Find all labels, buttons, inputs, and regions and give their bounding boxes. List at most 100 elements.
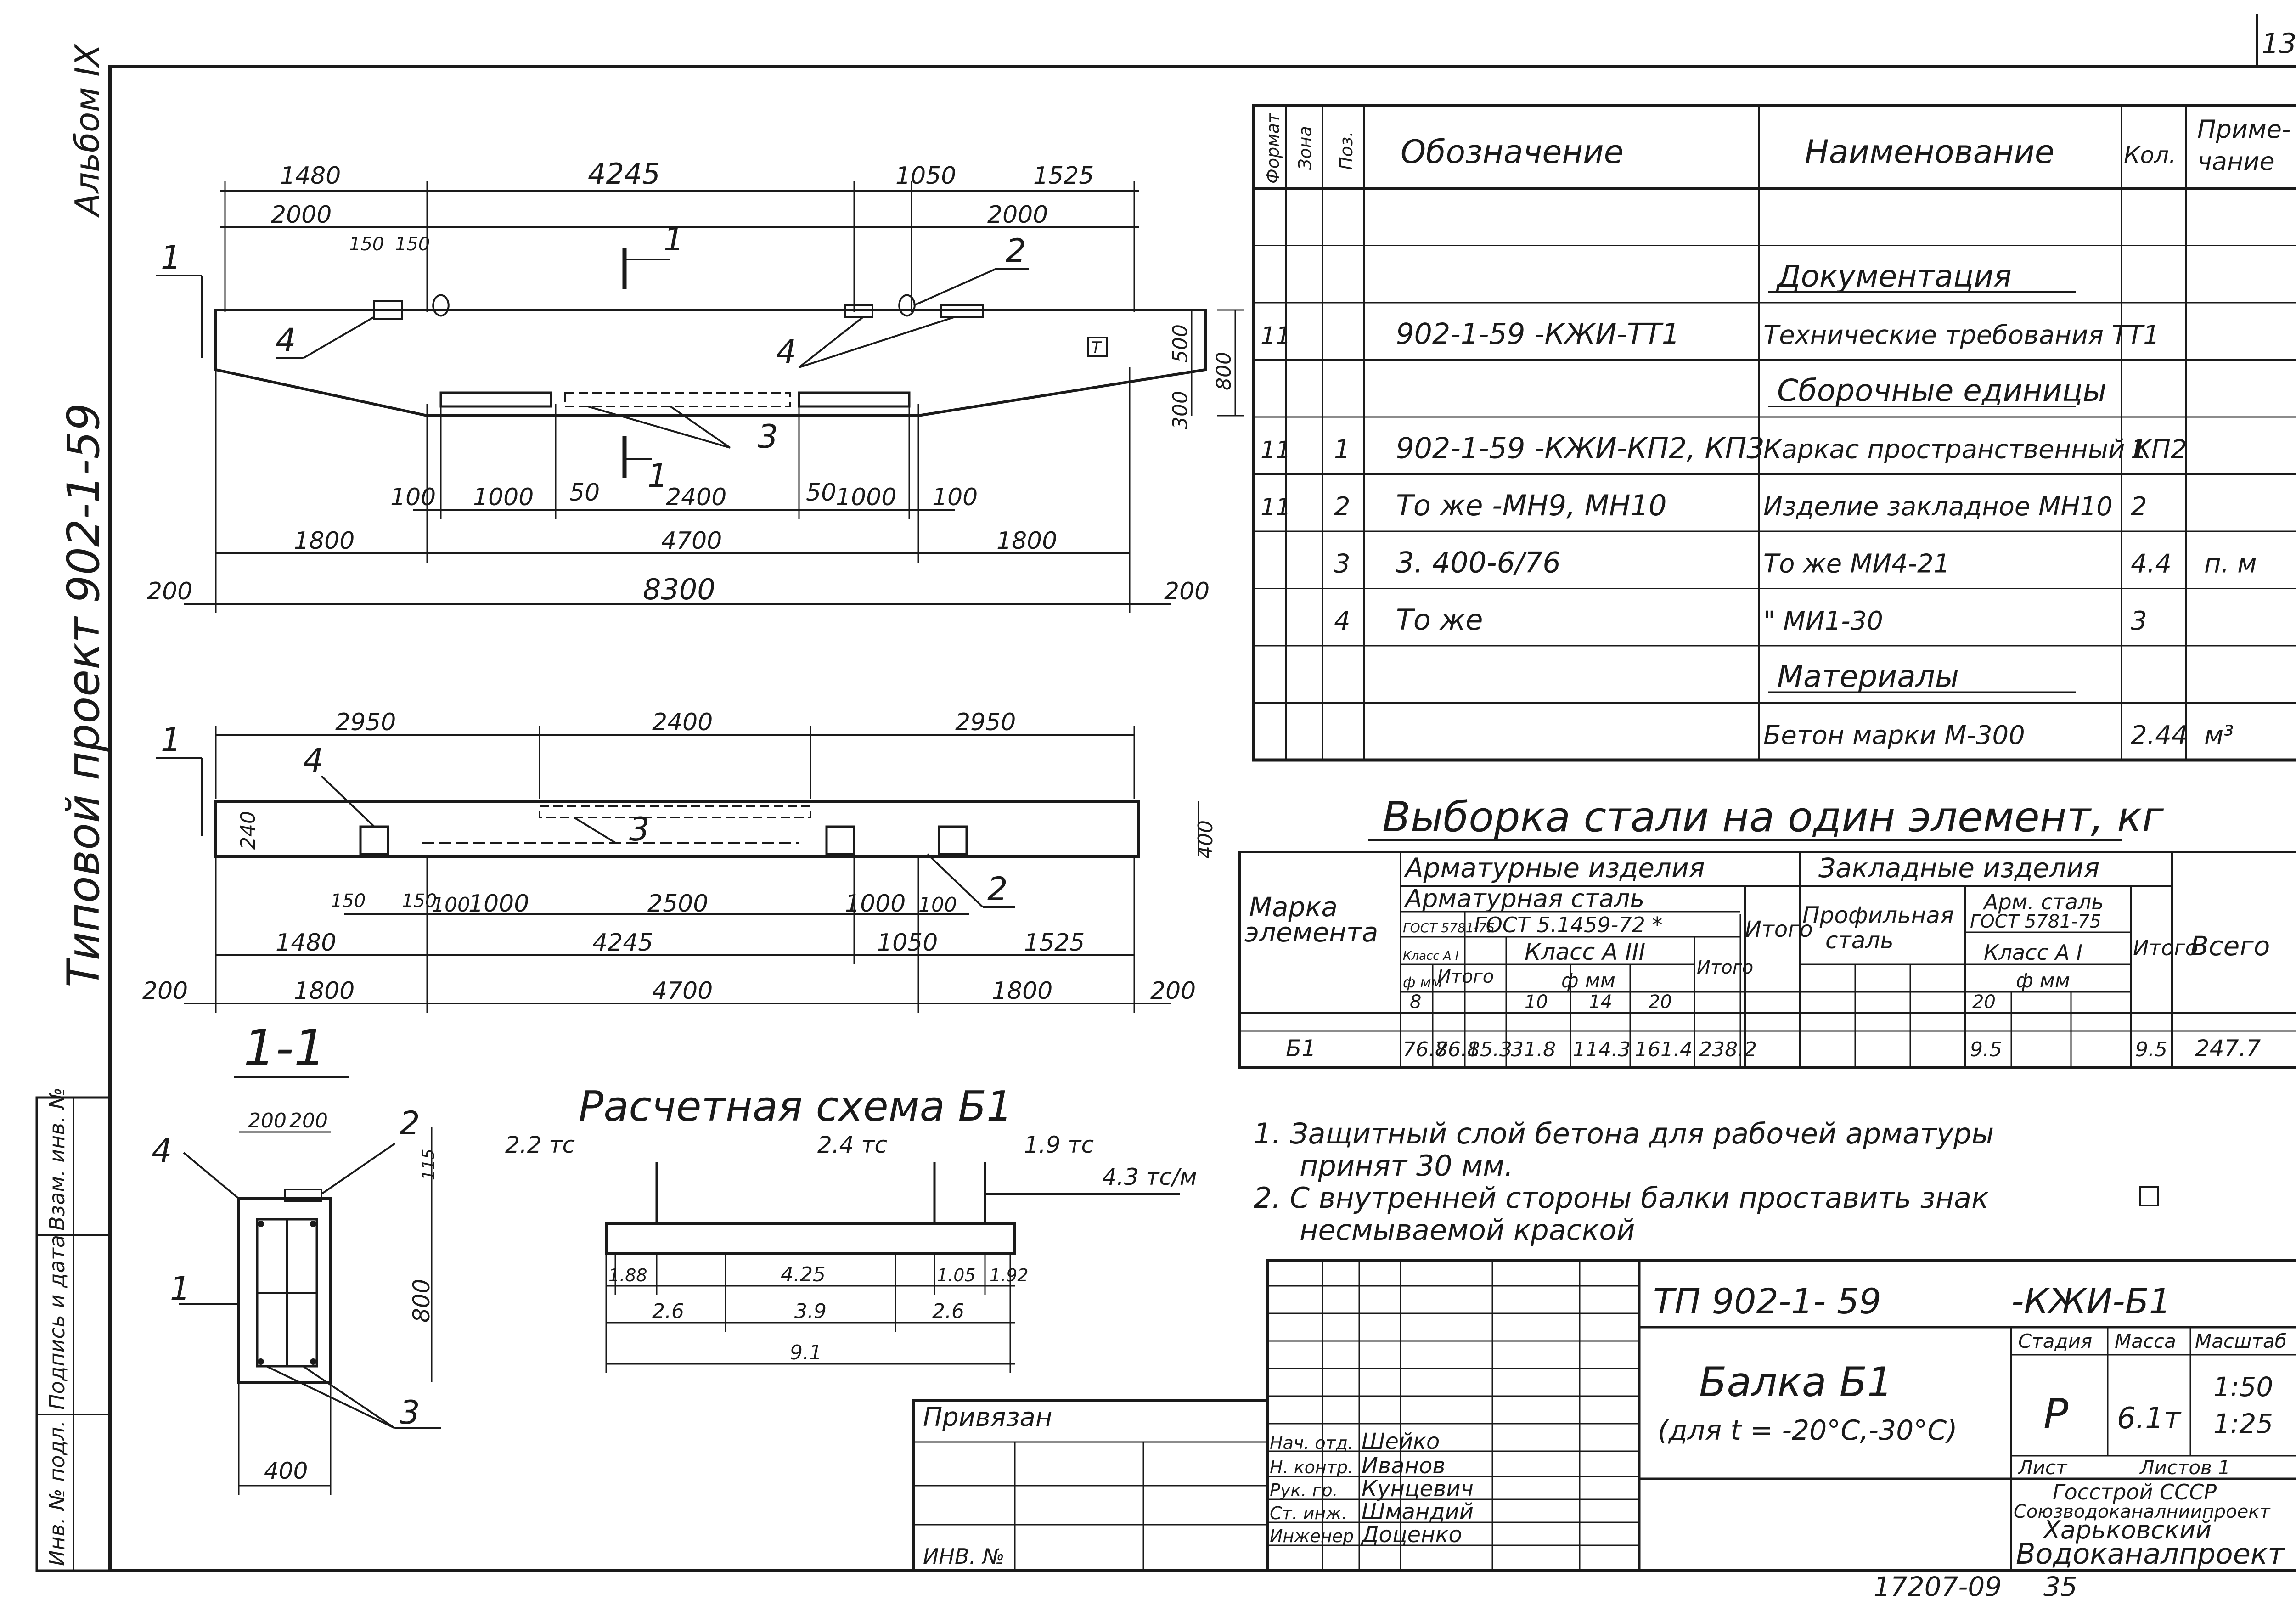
stamp-h-stage: Стадия [2018,1330,2092,1352]
calc-load-2: 2.4 тс [817,1132,887,1158]
elev-sign-t: Т [1092,338,1102,357]
elev-dim-150a: 150 [349,234,384,255]
section-dim-800: 800 [408,1279,435,1323]
steel-h-phi-c: ф мм [2016,969,2070,992]
steel-diam-10: 10 [1525,991,1548,1013]
plan-dim-1050: 1050 [877,929,938,957]
steel-row-value: 76.8 [1435,1038,1480,1061]
plan-dim-150b: 150 [402,890,437,912]
spec-row-qty: 3 [2131,606,2147,636]
stamp-code-left: ТП 902-1- 59 [1653,1281,1881,1322]
plan-dim-1800b: 1800 [992,977,1052,1005]
elev-dim-1480: 1480 [280,162,341,190]
calc-dim-91: 9.1 [790,1341,822,1364]
elev-dim-300: 300 [1169,391,1192,429]
steel-h-itogo1: Итого [1437,966,1494,987]
beam-plan: 240 400 2950 2400 2950 1 4 3 2 150 1 [142,709,1217,1013]
elev-callout-3: 3 [758,418,778,456]
section-dim-115: 115 [419,1149,438,1180]
steel-h-arm-st2-2: ГОСТ 5781-75 [1970,911,2101,932]
spec-row-qty: 2 [2131,492,2147,522]
sheet-number-corner: 133 [2262,28,2296,60]
elev-dim-4700: 4700 [661,527,722,555]
stamp-person-name: Иванов [1362,1453,1446,1479]
side-col-inv: Инв. № подл. [45,1420,69,1566]
steel-h-zaklad: Закладные изделия [1818,852,2099,884]
elev-dim-1800a: 1800 [294,527,355,555]
spec-h-qty: Кол. [2124,142,2176,169]
plan-dim-4245: 4245 [592,929,653,957]
plan-dim-1800a: 1800 [294,977,355,1005]
steel-row-value: 238.2 [1699,1038,1757,1061]
spec-section-heading: Материалы [1777,659,1959,694]
plan-dim-400: 400 [1194,820,1217,859]
steel-h-mark-2: элемента [1244,917,1378,948]
steel-diam-8: 8 [1410,991,1421,1013]
elev-dim-100a: 100 [390,484,436,511]
steel-h-itogo4: Итого [2133,935,2198,960]
elev-dim-500: 500 [1169,324,1192,363]
elev-dim-1000a: 1000 [473,484,534,511]
elev-dim-1000b: 1000 [836,484,896,511]
spec-row-name: Изделие закладное МН10 [1763,492,2113,522]
stamp-org-2: Союзводоканалниипроект [2014,1501,2271,1522]
calc-dim-39: 3.9 [794,1300,827,1323]
steel-row-mark: Б1 [1286,1035,1316,1062]
calc-load-1: 2.2 тс [505,1132,575,1158]
stamp-scale-2: 1:25 [2213,1408,2273,1439]
elev-section-label: 1 [161,239,181,276]
stamp-stage: Р [2043,1390,2069,1438]
steel-row-value: 247.7 [2195,1035,2261,1062]
spec-row-pos: 3 [1334,549,1351,579]
section-callout-1: 1 [170,1270,191,1307]
elev-callout-4b: 4 [776,333,797,371]
elev-dim-4245: 4245 [588,157,660,191]
elev-dim-150b: 150 [395,234,430,255]
side-columns: Взам. инв. № Подпись и дата Инв. № подл. [35,1087,112,1572]
plan-dim-1480: 1480 [276,929,336,957]
spec-section-heading: Сборочные единицы [1777,373,2107,408]
steel-h-class-a1: Класс А I [1403,949,1459,963]
steel-row-value: 114.3 [1573,1038,1631,1061]
elev-dim-100b: 100 [932,484,978,511]
plan-callout-2: 2 [987,870,1008,908]
privyazan-label: Привязан [923,1403,1052,1432]
steel-h-gost1: ГОСТ 5781-75 [1403,920,1495,935]
spec-row-format: 11 [1261,322,1291,350]
note-1a: 1. Защитный слой бетона для рабочей арма… [1254,1117,1994,1150]
inv-label: ИНВ. № [923,1544,1005,1569]
spec-section-heading: Документация [1776,259,2012,294]
plan-outline [214,800,1140,858]
spec-row-name: Технические требования ТТ1 [1763,321,2160,350]
spec-row-code: 902-1-59 -КЖИ-ТТ1 [1396,317,1680,351]
stamp-sheets: Листов 1 [2139,1456,2230,1479]
calc-load-3: 1.9 тс [1024,1132,1094,1158]
plan-dim-2500: 2500 [647,890,708,918]
footer-left: 17207-09 [1874,1571,2002,1602]
plan-callout-3: 3 [629,811,650,848]
steel-h-class-a3: Класс А III [1525,939,1645,965]
elev-section-mark-bot: 1 [647,457,668,495]
stamp-person-role: Ст. инж. [1270,1503,1347,1523]
steel-row-value: 31.8 [1511,1038,1556,1061]
stamp-scale-1: 1:50 [2213,1371,2273,1403]
steel-table: Выборка стали на один элемент, кг Марка … [1238,793,2296,1069]
stamp-person-name: Шейко [1362,1429,1440,1454]
steel-row-value: 76.8 [1403,1038,1448,1061]
elev-callout-4a: 4 [276,321,296,359]
steel-h-arm-steel: Арматурная сталь [1404,884,1644,913]
spec-row-name: То же МИ4-21 [1763,549,1950,579]
elev-dim-2000a: 2000 [271,201,332,229]
steel-h-arm-st2-1: Арм. сталь [1982,890,2104,914]
plan-section-label: 1 [161,721,181,759]
note-2b: несмываемой краской [1300,1213,1635,1247]
section-callout-2: 2 [400,1104,420,1142]
steel-h-profile-1: Профильная [1802,902,1954,929]
spec-table: Формат Зона Поз. Обозначение Наименовани… [1252,104,2296,762]
beam-outline [214,309,1207,417]
spec-row-name: Каркас пространственный КП2 [1763,435,2187,465]
spec-h-code: Обозначение [1401,133,1624,171]
section-dim-400: 400 [264,1458,308,1484]
elev-dim-200a: 200 [147,578,192,605]
